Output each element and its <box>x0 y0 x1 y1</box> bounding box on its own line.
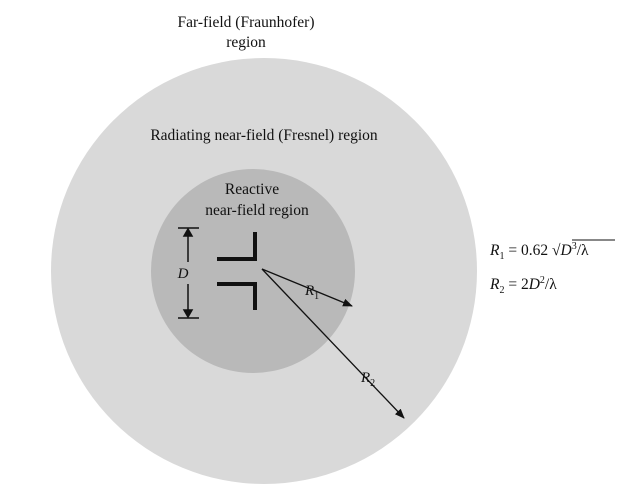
r2-label-subscript: 2 <box>370 378 375 389</box>
r1-label-symbol: R <box>304 283 314 299</box>
r1-eq-coefficient: = 0.62 <box>504 242 552 259</box>
r2-eq-coefficient: = 2 <box>504 276 528 293</box>
r2-eq-exponent: 2 <box>540 275 545 286</box>
reactive-near-field-label-line2: near-field region <box>205 202 309 219</box>
r1-eq-radicand-base: D <box>559 242 571 259</box>
r1-eq-radical: √ <box>552 242 561 259</box>
far-field-label-line2: region <box>226 34 266 51</box>
radiating-near-field-label: Radiating near-field (Fresnel) region <box>150 127 378 144</box>
r1-label-subscript: 1 <box>314 291 319 302</box>
dimension-lower-arrowhead <box>182 309 194 319</box>
r2-equation: R2 = 2D2/λ <box>489 275 557 296</box>
r1-eq-radicand-exponent: 3 <box>572 241 577 252</box>
r2-label: R2 <box>360 370 375 389</box>
antenna-lower-arm <box>217 282 257 310</box>
r1-eq-radicand-tail: /λ <box>577 242 589 259</box>
r2-eq-subscript: 2 <box>499 285 504 296</box>
r2-eq-symbol: R <box>489 276 500 293</box>
far-field-label-line1: Far-field (Fraunhofer) <box>178 14 315 31</box>
reactive-near-field-region <box>151 169 355 373</box>
r2-eq-base: D <box>528 276 540 293</box>
reactive-near-field-label-line1: Reactive <box>225 181 279 198</box>
dimension-d-marker <box>178 227 199 319</box>
r2-label-symbol: R <box>360 370 370 386</box>
r2-arrow <box>261 268 405 419</box>
r1-eq-symbol: R <box>489 242 500 259</box>
dimension-upper-arrowhead <box>182 227 194 237</box>
antenna-upper-arm <box>217 232 257 261</box>
r1-arrow <box>261 268 353 307</box>
r2-eq-tail: /λ <box>545 276 557 293</box>
r1-equation: R1 = 0.62 √D3/λ <box>489 241 589 262</box>
antenna-element <box>217 232 257 310</box>
r1-eq-subscript: 1 <box>499 251 504 262</box>
dimension-d-label: D <box>177 266 189 282</box>
r1-label: R1 <box>304 283 319 302</box>
